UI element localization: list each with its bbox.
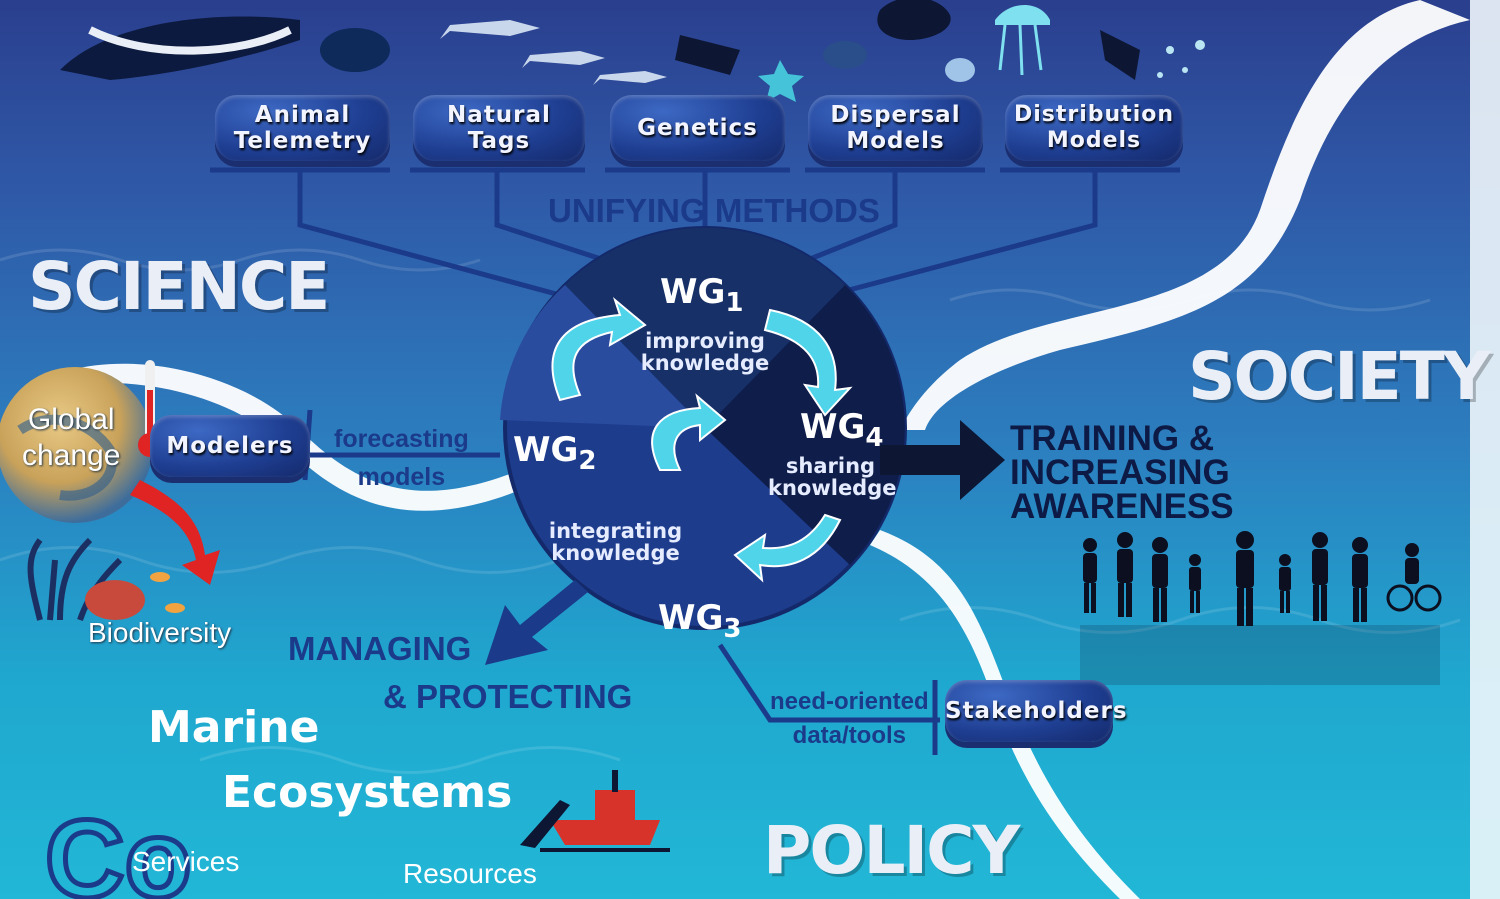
genetics-pill: Genetics <box>610 95 785 161</box>
right-edge-fade <box>1470 0 1500 899</box>
managing-arrow-icon <box>485 580 588 665</box>
wg-text: WG <box>513 430 579 470</box>
wg4-label: WG4 <box>800 407 884 453</box>
label-line: data/tools <box>792 722 907 749</box>
pill-line: Telemetry <box>233 128 372 154</box>
shark-icon <box>1100 30 1140 80</box>
resources-label: Resources <box>403 858 537 889</box>
fishing-boat-icon <box>520 770 670 852</box>
pill-line: Dispersal <box>830 102 961 128</box>
pill-line: Models <box>846 128 945 154</box>
training-awareness-label: TRAINING & INCREASING AWARENESS <box>1010 419 1234 526</box>
society-boundary-curve <box>900 0 1470 430</box>
modelers-pill: Modelers <box>150 415 310 477</box>
wg-text: WG <box>660 272 726 312</box>
global-change-label: Global change <box>22 402 120 474</box>
label-line: change <box>22 439 121 472</box>
distribution-models-pill: Distribution Models <box>1005 95 1183 161</box>
cycle-arrows <box>551 296 853 583</box>
label-line: AWARENESS <box>1010 487 1234 526</box>
water-ripples <box>0 248 1461 774</box>
wg4-description: sharing knowledge <box>768 454 897 500</box>
desc-line: knowledge <box>768 476 897 500</box>
jellyfish-icon <box>995 5 1050 25</box>
stakeholders-connector <box>717 643 940 755</box>
wg3-description: integrating knowledge <box>548 520 683 564</box>
stakeholders-pill: Stakeholders <box>945 680 1128 742</box>
impact-arrow-icon <box>130 480 220 585</box>
fish-icon <box>440 20 540 39</box>
desc-line: knowledge <box>551 541 680 565</box>
pill-line: Animal <box>254 102 351 128</box>
forecasting-models-label: forecasting models <box>334 420 469 496</box>
wg2-label: WG2 <box>513 430 597 476</box>
society-heading: SOCIETY <box>1188 338 1491 415</box>
coral-icon <box>27 537 185 621</box>
wg-number: 3 <box>723 613 742 644</box>
method-connectors <box>210 167 1180 298</box>
wg1-label: WG1 <box>660 272 744 318</box>
dispersal-models-pill: Dispersal Models <box>808 95 983 161</box>
ecosystems-label: Ecosystems <box>222 767 513 818</box>
unifying-methods-heading: UNIFYING METHODS <box>548 192 880 229</box>
cycle-arrow-icon <box>733 513 842 583</box>
pill-line: Natural <box>447 102 551 128</box>
pill-line: Tags <box>467 128 531 154</box>
pill-line: Stakeholders <box>945 698 1128 724</box>
desc-line: knowledge <box>640 351 770 375</box>
marine-life-illustrations <box>60 0 1205 102</box>
pill-line: Genetics <box>637 115 758 141</box>
wg-text: WG <box>658 598 724 638</box>
label-line: models <box>357 463 446 491</box>
wg-number: 2 <box>578 445 597 476</box>
label-line: INCREASING <box>1010 453 1230 492</box>
cycle-arrow-icon <box>763 308 853 417</box>
cycle-arrow-icon <box>651 393 727 471</box>
marine-label: Marine <box>148 702 320 753</box>
label-line: Global <box>27 403 115 436</box>
pill-line: Distribution <box>1013 102 1175 127</box>
pill-line: Modelers <box>166 433 294 459</box>
protecting-label: & PROTECTING <box>383 678 633 715</box>
desc-line: sharing <box>785 454 876 478</box>
label-line: need-oriented <box>770 688 929 715</box>
wg-text: WG <box>800 407 866 447</box>
people-silhouettes <box>1080 531 1442 685</box>
label-line: TRAINING & <box>1010 419 1215 458</box>
cycle-arrow-icon <box>551 296 647 402</box>
services-label: Services <box>132 846 240 877</box>
natural-tags-pill: Natural Tags <box>413 95 585 161</box>
crab-icon <box>823 41 867 69</box>
science-heading: SCIENCE <box>28 248 330 325</box>
label-line: forecasting <box>334 425 469 453</box>
globe-icon <box>0 360 220 585</box>
animal-telemetry-pill: Animal Telemetry <box>215 95 390 161</box>
starfish-icon <box>758 60 804 102</box>
co-fragment-text: Co <box>43 798 195 899</box>
desc-line: improving <box>645 329 765 353</box>
wg3-label: WG3 <box>658 598 742 644</box>
desc-line: integrating <box>548 519 683 543</box>
lobster-icon <box>675 35 740 75</box>
wg1-description: improving knowledge <box>640 330 770 374</box>
biodiversity-label: Biodiversity <box>88 617 232 648</box>
training-arrow-icon <box>880 420 1005 500</box>
pill-line: Models <box>1046 128 1142 153</box>
octopus-icon <box>877 0 951 40</box>
turtle-icon <box>320 28 390 72</box>
need-oriented-label: need-oriented data/tools <box>770 685 929 753</box>
wg-number: 4 <box>865 422 884 453</box>
policy-heading: POLICY <box>763 812 1020 889</box>
managing-label: MANAGING <box>288 630 472 667</box>
wg-number: 1 <box>725 287 744 318</box>
